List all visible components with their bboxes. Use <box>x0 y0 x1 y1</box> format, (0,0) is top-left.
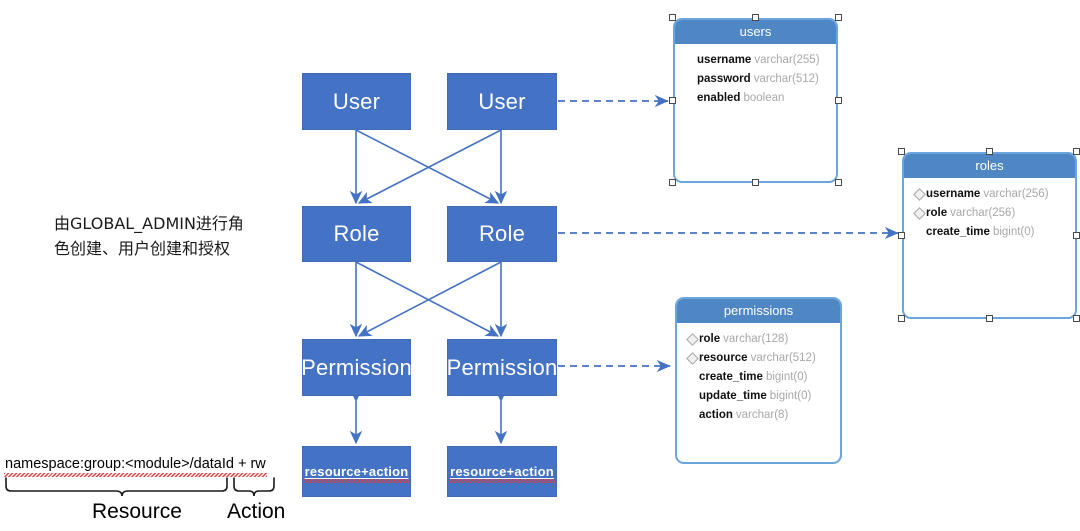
key-slot <box>912 206 926 220</box>
key-slot <box>685 351 699 365</box>
db-column-name: password <box>697 73 751 85</box>
flow-node-label: resource+action <box>449 464 555 483</box>
db-column-name: action <box>699 409 733 421</box>
permission-to-resource-connectors <box>349 388 508 445</box>
db-column-type: varchar(512) <box>753 73 819 85</box>
flow-node-label: User <box>478 88 526 114</box>
flow-node-resource-action-right[interactable]: resource+action <box>447 446 557 497</box>
flow-node-label: User <box>332 88 381 114</box>
flow-node-label: Permission <box>301 354 412 380</box>
flow-node-label: resource+action <box>303 464 410 483</box>
db-column-type: varchar(256) <box>983 188 1049 200</box>
key-slot <box>685 332 699 346</box>
flow-node-user-right[interactable]: User <box>447 73 557 130</box>
resource-brace <box>5 477 228 497</box>
db-column-type: varchar(8) <box>735 409 789 421</box>
db-column-name: update_time <box>699 390 767 402</box>
db-column-name: role <box>926 207 948 219</box>
db-column-type: bigint(0) <box>769 390 812 402</box>
flow-node-role-left[interactable]: Role <box>302 206 411 262</box>
db-column-name: username <box>697 54 752 66</box>
flow-node-permission-left[interactable]: Permission <box>301 339 412 396</box>
resource-action-formula: namespace:group:<module>/dataId + rw <box>4 456 267 477</box>
key-diamond-icon <box>685 332 699 346</box>
admin-note-text: 由GLOBAL_ADMIN进行角 色创建、用户创建和授权 <box>54 214 244 258</box>
action-brace-label: Action <box>227 500 286 523</box>
db-column-name: resource <box>699 352 748 364</box>
db-column-name: create_time <box>699 371 763 383</box>
db-column-type: bigint(0) <box>992 226 1035 238</box>
db-column-type: boolean <box>743 92 785 104</box>
db-column-type: bigint(0) <box>765 371 808 383</box>
resize-handle-ne[interactable] <box>835 14 842 21</box>
flow-node-label: Role <box>478 221 526 246</box>
key-slot <box>912 187 926 201</box>
user-to-role-connectors <box>349 129 508 205</box>
flow-node-permission-right[interactable]: Permission <box>447 339 557 396</box>
db-column-type: varchar(512) <box>750 352 816 364</box>
db-table-title: permissions <box>677 299 840 323</box>
flow-node-resource-action-left[interactable]: resource+action <box>302 446 411 497</box>
db-column-name: role <box>699 333 721 345</box>
flow-node-user-left[interactable]: User <box>302 73 411 130</box>
key-diamond-icon <box>912 206 926 220</box>
role-to-permission-connectors <box>349 261 508 338</box>
flow-node-label: Permission <box>446 354 558 380</box>
db-column-name: username <box>926 188 981 200</box>
db-table-title: users <box>675 20 836 44</box>
db-table-title: roles <box>904 154 1075 178</box>
key-diamond-icon <box>685 351 699 365</box>
formula-expression: namespace:group:<module>/dataId + rw <box>4 456 267 477</box>
db-column-type: varchar(255) <box>754 54 820 66</box>
resize-handle-se[interactable] <box>835 179 842 186</box>
db-column-name: create_time <box>926 226 990 238</box>
key-diamond-icon <box>912 187 926 201</box>
resource-brace-label: Resource <box>92 500 182 523</box>
db-column-type: varchar(128) <box>723 333 789 345</box>
action-brace <box>233 477 275 497</box>
db-column-name: enabled <box>697 92 741 104</box>
flow-node-role-right[interactable]: Role <box>447 206 557 262</box>
flow-node-label: Role <box>333 221 380 246</box>
db-column-type: varchar(256) <box>950 207 1016 219</box>
